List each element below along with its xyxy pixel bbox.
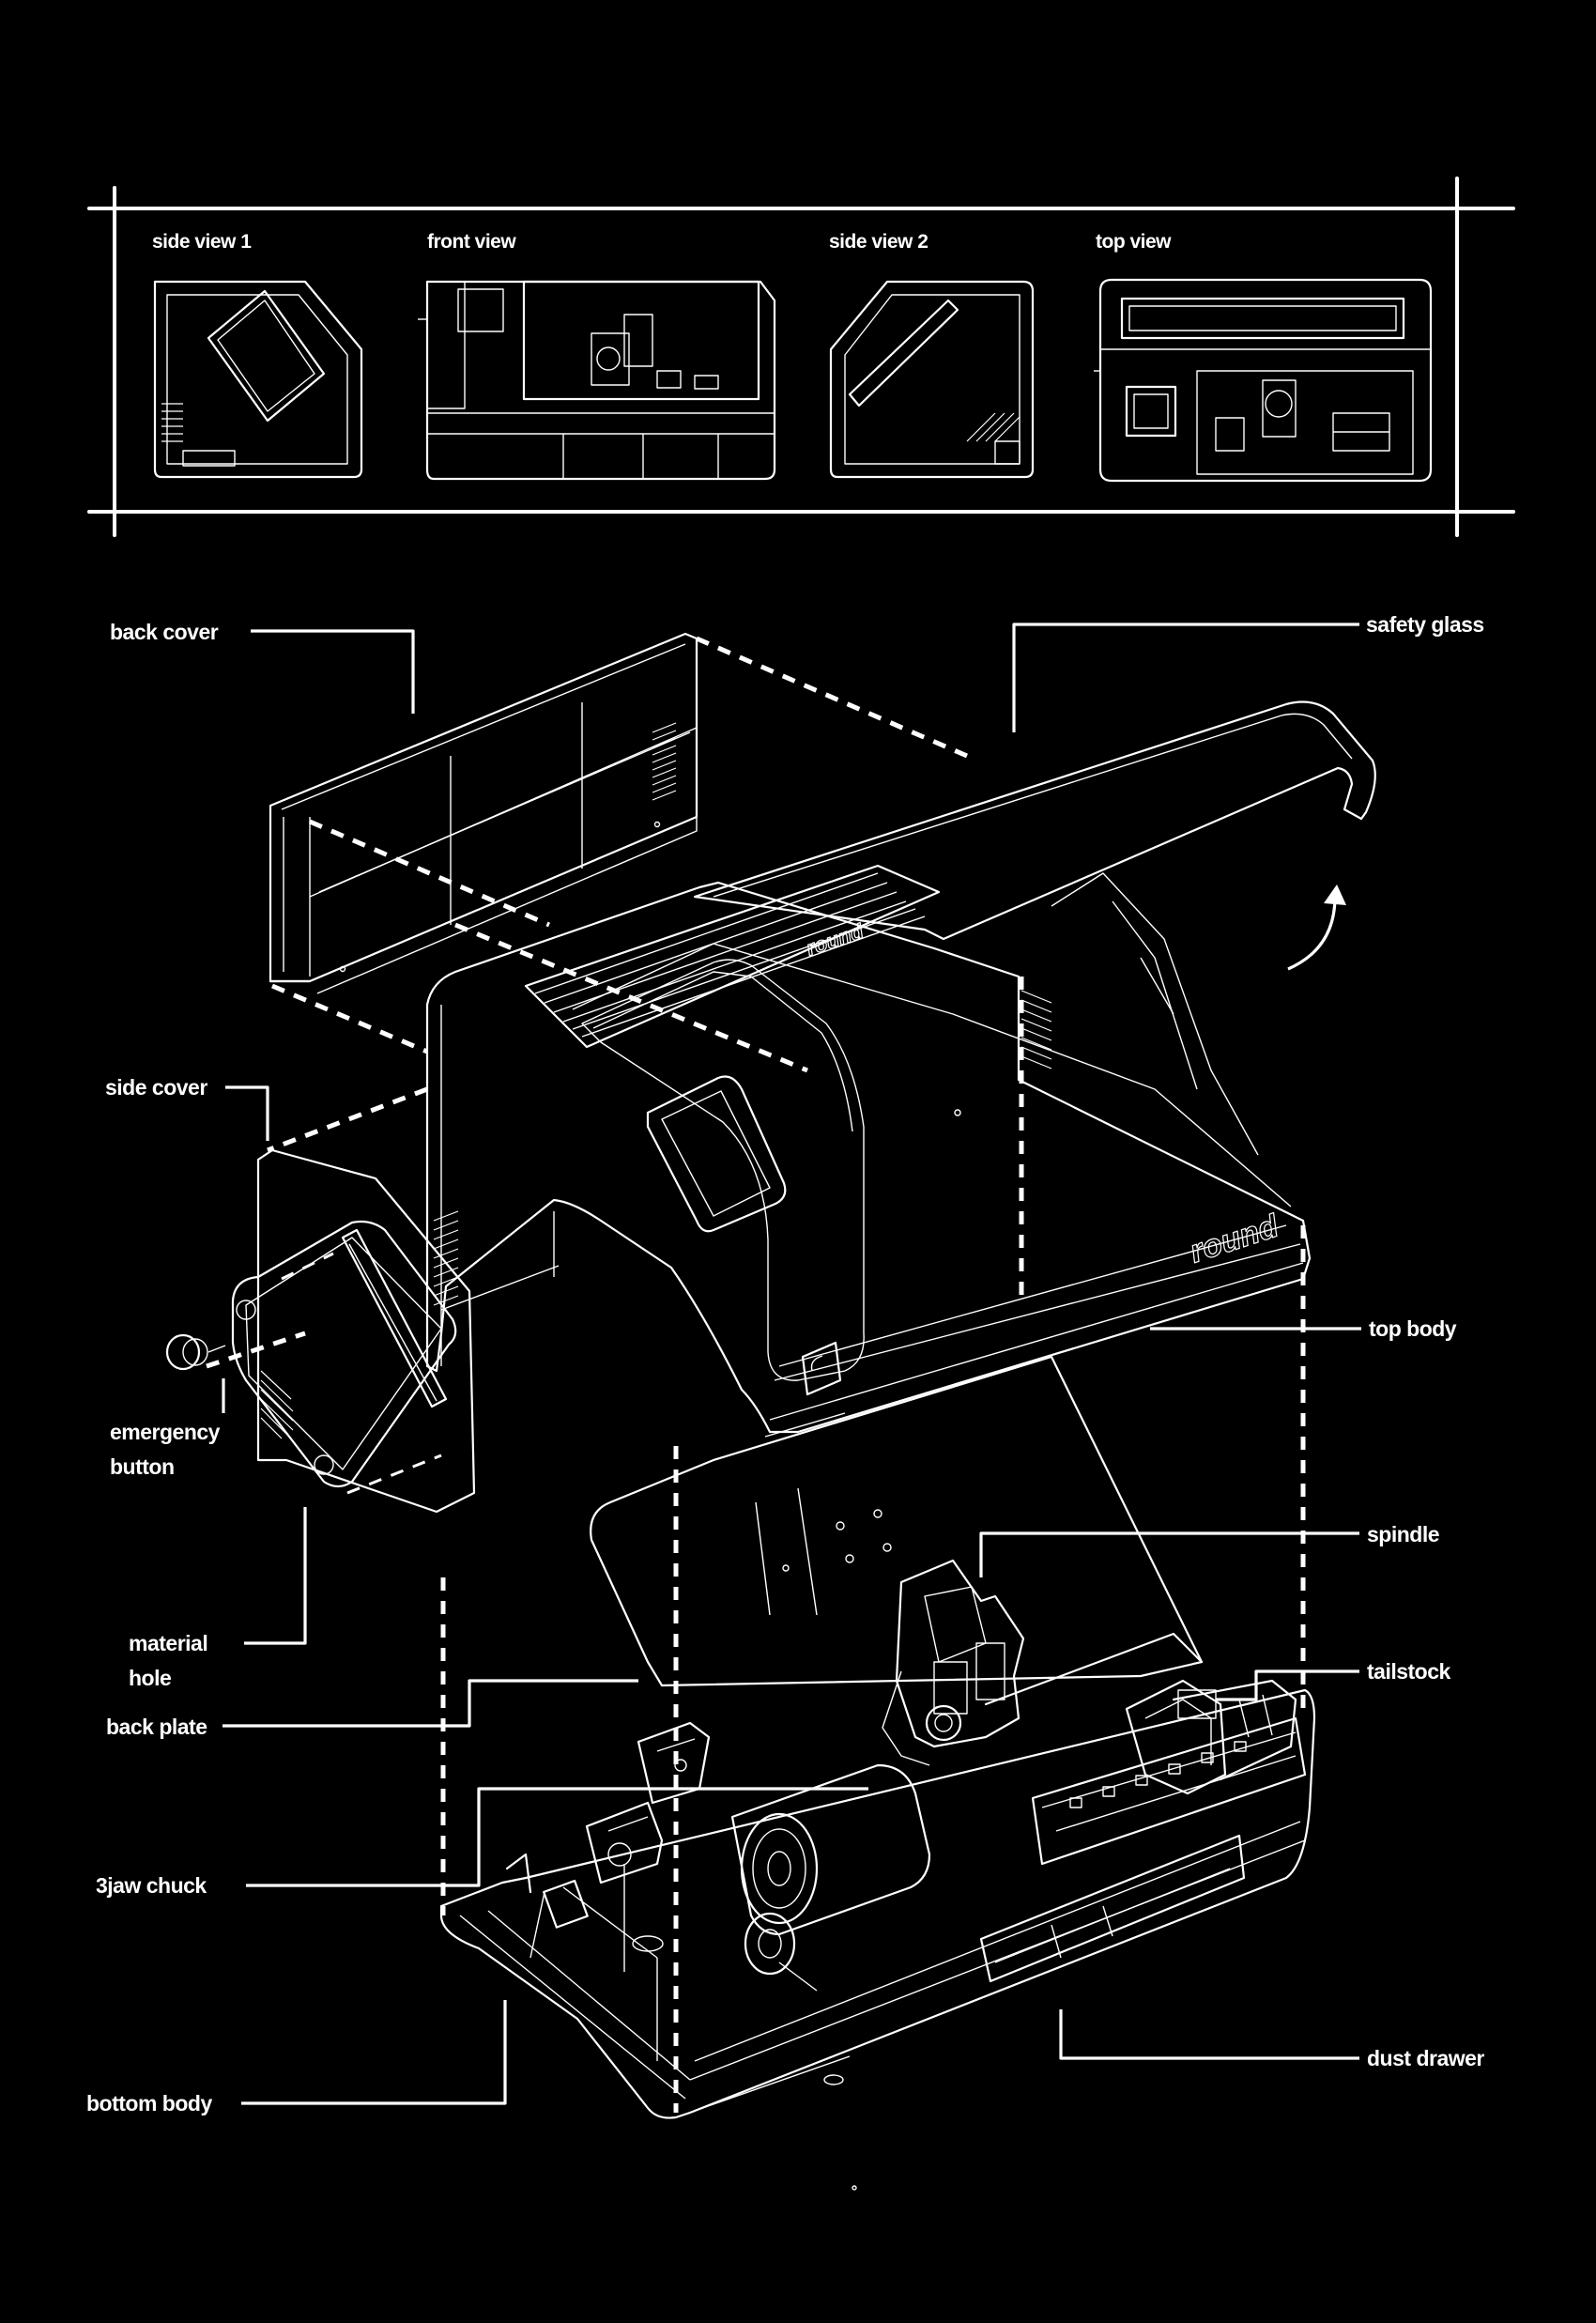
back-plate	[590, 1355, 1204, 1687]
vent-slots	[524, 864, 941, 1049]
explode-lines	[206, 636, 1306, 2113]
callout-top-body: top body	[1369, 1316, 1457, 1341]
motor-pulley	[730, 1763, 931, 1992]
safety-glass	[693, 700, 1376, 941]
emergency-button	[165, 1333, 226, 1371]
leader-lines	[222, 623, 1361, 2105]
back-cover	[269, 632, 698, 994]
callout-jaw-chuck: 3jaw chuck	[96, 1873, 207, 1898]
callout-back-plate: back plate	[106, 1715, 207, 1739]
side-view-1	[153, 280, 363, 479]
side-view-2	[829, 280, 1035, 479]
callout-material-hole-line1: material	[129, 1631, 207, 1655]
view-label-side1: side view 1	[152, 231, 252, 253]
callout-tailstock: tailstock	[1367, 1659, 1451, 1684]
callout-bottom-body: bottom body	[86, 2091, 212, 2115]
callout-back-cover: back cover	[110, 620, 219, 644]
bottom-body	[439, 1688, 1316, 2191]
callout-emergency-line1: emergency	[110, 1420, 221, 1444]
slide-bed	[1031, 1716, 1307, 1866]
brand-logo-vent: round	[803, 919, 867, 961]
view-label-top: top view	[1096, 231, 1172, 253]
callout-dust-drawer: dust drawer	[1367, 2046, 1484, 2070]
callout-spindle: spindle	[1367, 1522, 1439, 1546]
view-label-side2: side view 2	[829, 231, 928, 253]
front-view	[418, 280, 776, 481]
spindle	[882, 1559, 1204, 1766]
view-label-front: front view	[427, 231, 516, 253]
jaw-chuck	[585, 1721, 711, 1885]
callout-side-cover: side cover	[105, 1075, 207, 1100]
side-cover	[231, 1148, 476, 1514]
rotation-arrow-icon	[1287, 885, 1346, 971]
callout-safety-glass: safety glass	[1366, 612, 1484, 637]
top-view	[1094, 278, 1433, 483]
views-frame	[87, 177, 1515, 537]
top-body: round round	[425, 864, 1312, 1438]
callout-emergency-line2: button	[110, 1454, 175, 1479]
callout-material-hole-line2: hole	[129, 1666, 171, 1690]
